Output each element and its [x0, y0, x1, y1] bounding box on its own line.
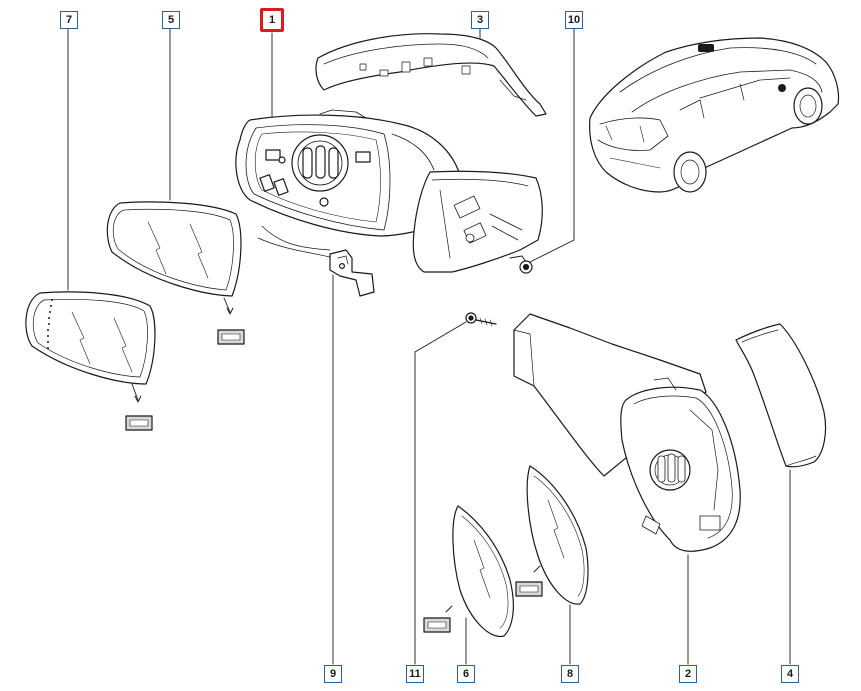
callout-11: 11 — [406, 665, 424, 683]
heating-contact-dots — [47, 299, 53, 349]
callout-7: 7 — [60, 11, 78, 29]
connector-bracket — [329, 249, 375, 297]
callout-2: 2 — [679, 665, 697, 683]
callout-1-highlighted: 1 — [260, 8, 284, 32]
callout-4: 4 — [781, 665, 799, 683]
mirror-glass-right — [423, 505, 514, 638]
mirror-location-marker — [698, 44, 786, 92]
callout-9: 9 — [324, 665, 342, 683]
housing-cover — [315, 33, 547, 117]
callout-3: 3 — [471, 11, 489, 29]
mirror-housing — [513, 313, 741, 552]
mirror-glass — [106, 201, 245, 345]
screw-10 — [509, 255, 533, 274]
leader-lines — [67, 27, 791, 665]
callout-10: 10 — [565, 11, 583, 29]
mirror-glass-right-heated — [515, 465, 589, 605]
screw-11 — [465, 312, 497, 327]
mirror-glass-heated — [25, 291, 156, 431]
callout-8: 8 — [561, 665, 579, 683]
turn-signal-lens — [735, 323, 827, 468]
callout-6: 6 — [457, 665, 475, 683]
vehicle-location-illustration — [589, 37, 840, 193]
callout-5: 5 — [162, 11, 180, 29]
mirror-base-bracket — [412, 170, 543, 273]
mirror-assembly — [235, 109, 471, 259]
